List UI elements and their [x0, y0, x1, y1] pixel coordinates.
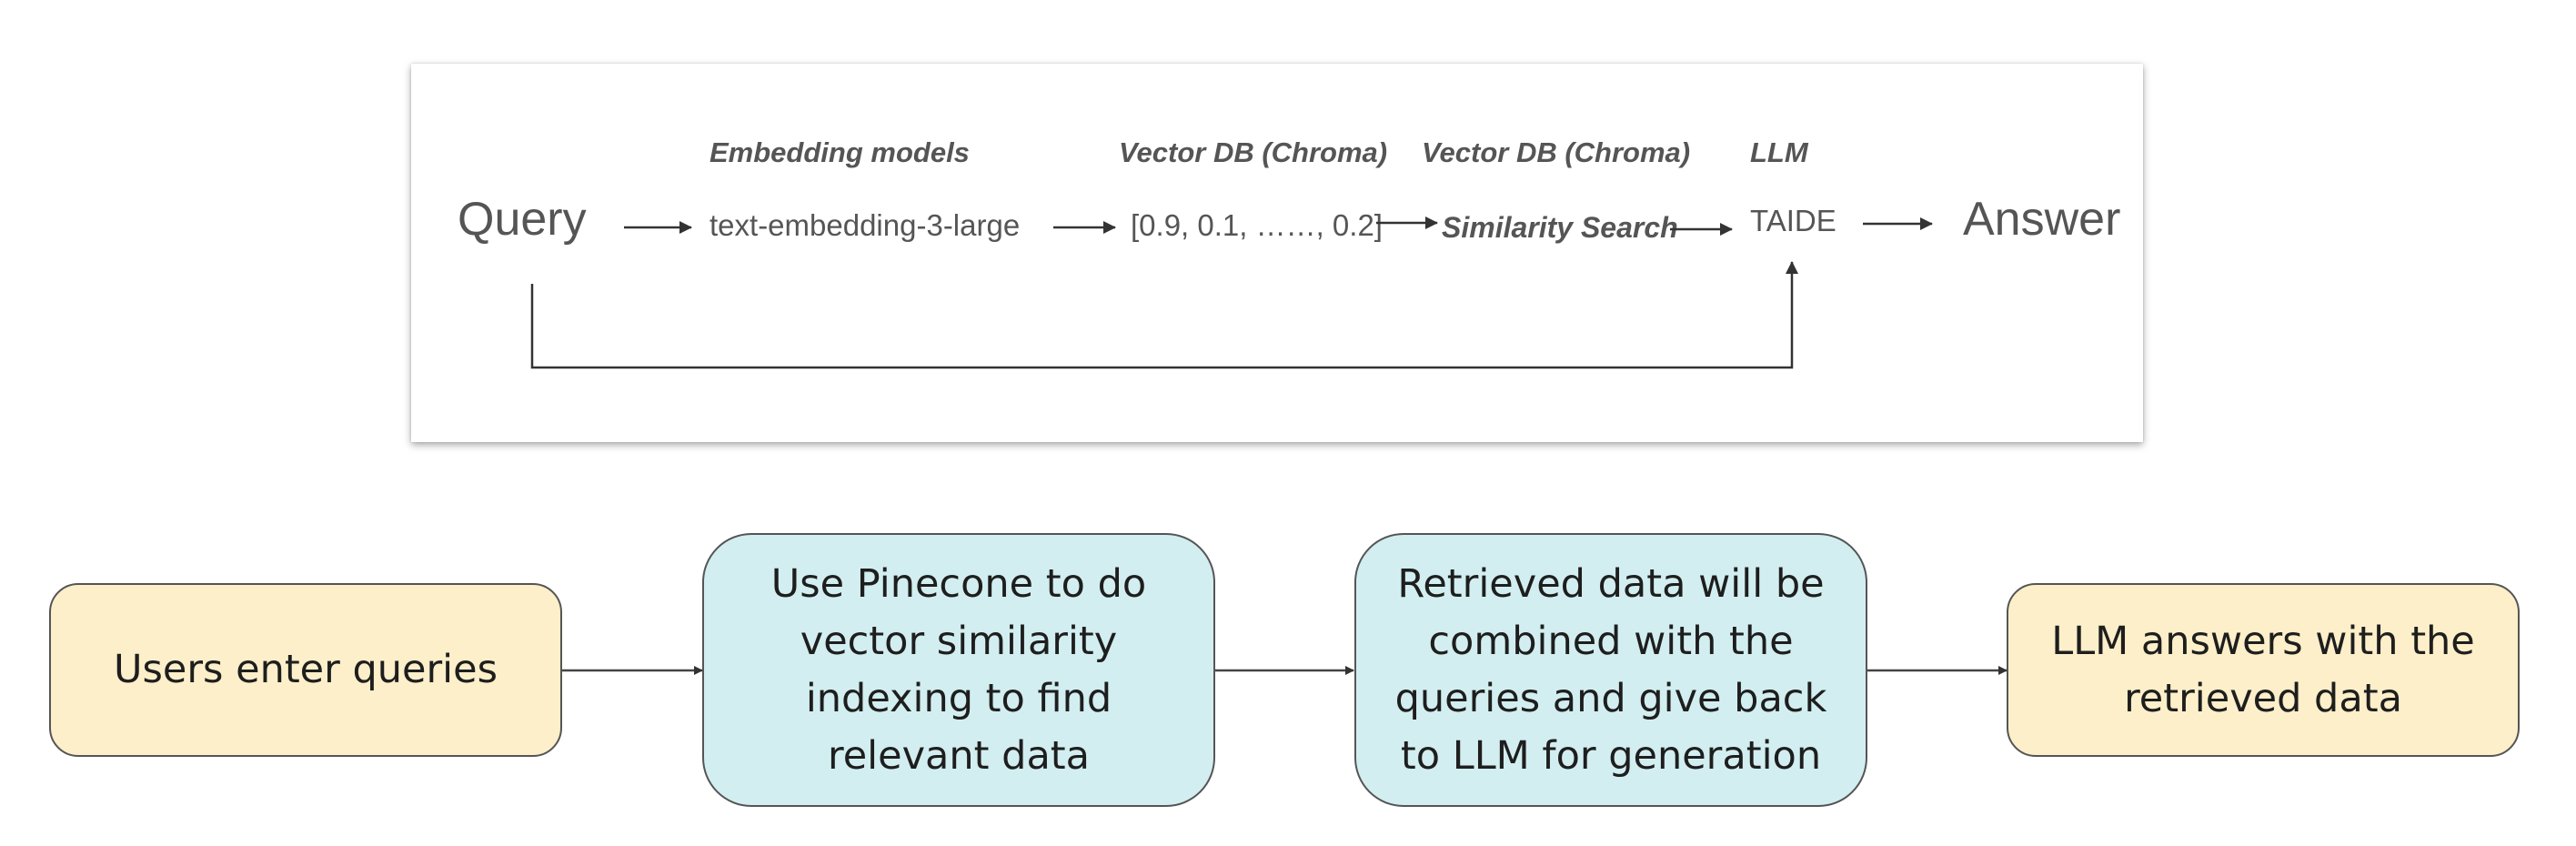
vector-db-header-1: Vector DB (Chroma) — [1119, 136, 1388, 168]
step-combine-retrieved-data: Retrieved data will be combined with the… — [1354, 533, 1867, 807]
step-pinecone-similarity: Use Pinecone to do vector similarity ind… — [702, 533, 1215, 807]
embedding-models-header: Embedding models — [709, 136, 970, 168]
answer-label: Answer — [1963, 193, 2121, 246]
vector-value: [0.9, 0.1, ……, 0.2] — [1131, 208, 1383, 242]
similarity-search-label: Similarity Search — [1442, 211, 1678, 244]
step-users-enter-queries: Users enter queries — [49, 583, 562, 757]
step1-text: Users enter queries — [114, 647, 498, 692]
arrow-query-bypass-to-llm — [530, 261, 1798, 369]
llm-header: LLM — [1750, 136, 1808, 168]
pipeline-panel — [411, 64, 2143, 442]
llm-model-name: TAIDE — [1750, 204, 1836, 237]
query-label: Query — [458, 193, 587, 246]
step4-text: LLM answers with the retrieved data — [2051, 618, 2475, 721]
embedding-model-name: text-embedding-3-large — [709, 208, 1021, 242]
vector-db-header-2: Vector DB (Chroma) — [1422, 136, 1691, 168]
step-llm-answers: LLM answers with the retrieved data — [2007, 583, 2520, 757]
step3-text: Retrieved data will be combined with the… — [1394, 560, 1827, 779]
step2-text: Use Pinecone to do vector similarity ind… — [770, 560, 1147, 779]
